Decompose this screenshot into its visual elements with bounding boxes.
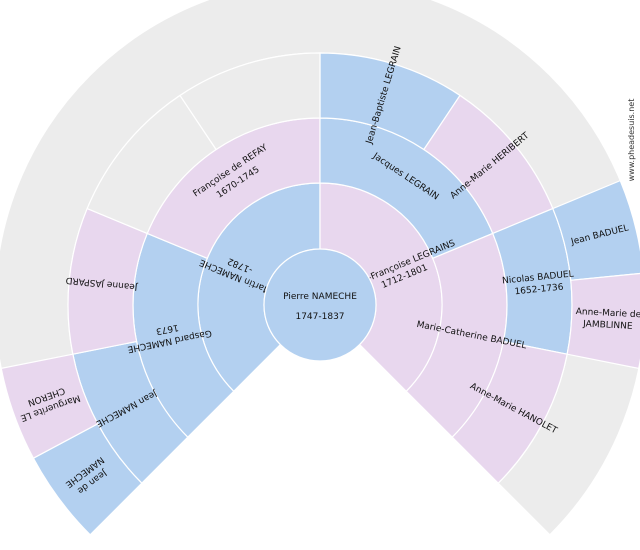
watermark: www.pheadesuis.net: [627, 99, 636, 182]
segments-layer: [0, 0, 640, 536]
root-name: Pierre NAMECHE: [283, 292, 357, 302]
ring3-segment[interactable]: [451, 340, 568, 485]
ring4-segment[interactable]: [566, 272, 640, 370]
ring4-segment[interactable]: [0, 353, 99, 460]
ring3-label-line-1: 1652-1736: [514, 283, 564, 298]
ring4-label-line-1: JAMBLINNE: [582, 319, 633, 331]
ring4-label-line-0: Anne-Marie de: [575, 307, 640, 320]
root-person-circle[interactable]: [263, 248, 377, 362]
ring3-empty-segment: [179, 52, 321, 151]
ring2-label-line-1: 1673: [155, 322, 179, 336]
root-years: 1747-1837: [295, 312, 344, 322]
